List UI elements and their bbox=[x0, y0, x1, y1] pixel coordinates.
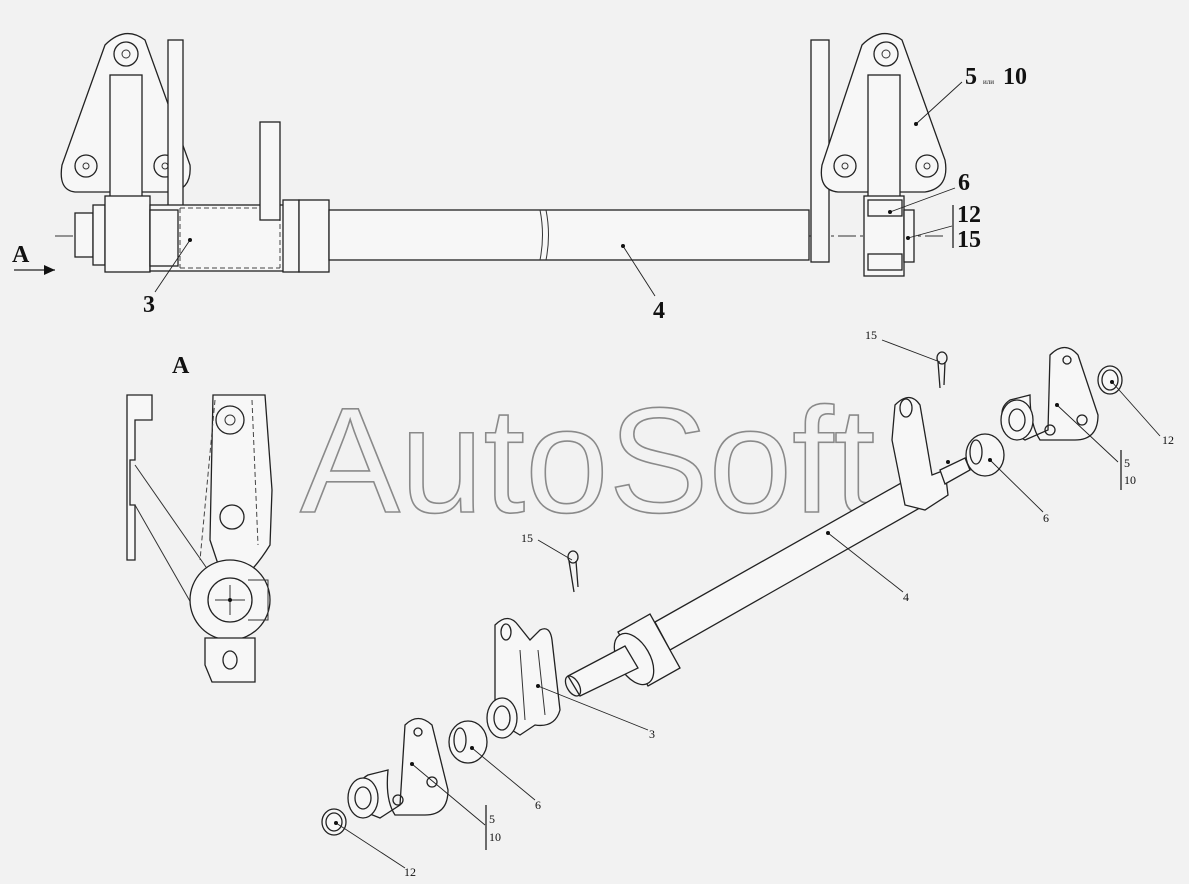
exploded-label-12-left: 12 bbox=[404, 865, 416, 879]
exploded-label-4: 4 bbox=[903, 590, 909, 604]
exploded-label-5-left: 5 bbox=[489, 812, 495, 826]
watermark: AutoSoft bbox=[300, 376, 875, 544]
right-bracket bbox=[820, 33, 947, 201]
label-part-10: 10 bbox=[1003, 64, 1027, 90]
exploded-label-15-mid: 15 bbox=[521, 531, 533, 545]
label-part-5: 5 bbox=[965, 64, 977, 90]
left-bracket bbox=[60, 33, 191, 221]
bracket-right bbox=[1000, 346, 1099, 441]
view-arrow: A bbox=[12, 242, 55, 275]
cotter-pin-mid bbox=[567, 550, 579, 593]
cotter-pin-top bbox=[936, 351, 948, 389]
label-part-12: 12 bbox=[957, 202, 981, 228]
shaft-tube bbox=[328, 209, 810, 261]
exploded-label-10-right: 10 bbox=[1124, 473, 1136, 487]
view-marker: A bbox=[12, 242, 30, 268]
bracket-left bbox=[347, 717, 449, 819]
exploded-label-10-left: 10 bbox=[489, 830, 501, 844]
exploded-label-6-left: 6 bbox=[535, 798, 541, 812]
assembly-view: A 3 4 5 или 10 6 12 15 bbox=[12, 33, 1027, 324]
lever-part-3 bbox=[486, 617, 561, 739]
label-part-15: 15 bbox=[957, 227, 981, 253]
label-or: или bbox=[983, 78, 994, 86]
exploded-label-12-right: 12 bbox=[1162, 433, 1174, 447]
label-part-4: 4 bbox=[653, 298, 665, 324]
label-part-3: 3 bbox=[143, 292, 155, 318]
exploded-label-15-top: 15 bbox=[865, 328, 877, 342]
exploded-label-3: 3 bbox=[649, 727, 655, 741]
ball-bushing-right bbox=[965, 433, 1005, 477]
left-shaft-end bbox=[74, 121, 330, 273]
exploded-view: 15 12 5 10 6 4 15 3 6 5 10 12 bbox=[321, 328, 1174, 879]
right-bearing bbox=[863, 195, 915, 277]
exploded-label-5-right: 5 bbox=[1124, 456, 1130, 470]
section-title: A bbox=[172, 353, 190, 379]
section-view-a: A bbox=[126, 353, 273, 683]
label-part-6: 6 bbox=[958, 170, 970, 196]
exploded-shaft bbox=[564, 396, 971, 697]
exploded-label-6-right: 6 bbox=[1043, 511, 1049, 525]
